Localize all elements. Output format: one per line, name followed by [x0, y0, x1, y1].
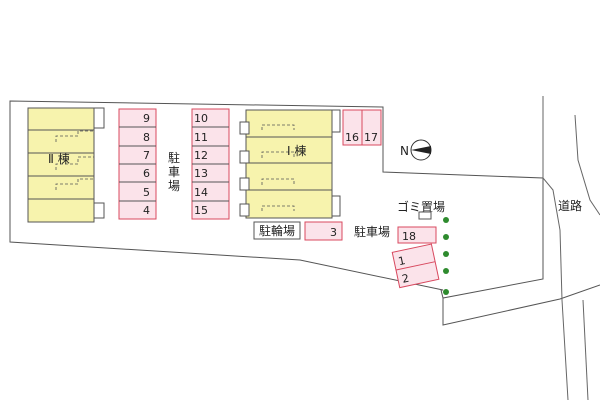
parking-spot-14: 14 [194, 186, 208, 199]
parking-label-char-1: 駐 [168, 150, 180, 165]
road-edge-right [574, 114, 600, 216]
bike-parking: 駐輪場 [253, 221, 301, 240]
building-2: Ⅱ 棟 [27, 107, 105, 223]
bike-parking-label: 駐輪場 [259, 223, 295, 238]
parking-label-east: 駐車場 [354, 224, 390, 239]
road-edge-left [542, 96, 569, 400]
tree-icon [443, 289, 449, 295]
tree-icon [443, 268, 449, 274]
building-2-label: Ⅱ 棟 [48, 151, 70, 166]
parking-spot-4: 4 [143, 204, 150, 217]
tree-row [443, 217, 449, 295]
neighbor-lot-line [442, 284, 600, 326]
north-compass-icon: N [400, 139, 432, 161]
parking-spot-2: 2 [401, 272, 411, 286]
parking-label-char-3: 場 [168, 179, 180, 193]
parking-label-vertical: 駐 車 場 [168, 150, 180, 193]
tree-icon [443, 217, 449, 223]
road-edge-right-lower [582, 299, 589, 400]
building-1: Ⅰ 棟 [239, 109, 341, 219]
parking-spot-17: 17 [364, 131, 378, 144]
compass-north-label: N [400, 144, 409, 158]
parking-spot-1: 1 [397, 254, 407, 268]
building-1-label: Ⅰ 棟 [287, 143, 306, 158]
parking-column-a: 9 8 7 6 5 4 [118, 108, 157, 220]
parking-spot-5: 5 [143, 186, 150, 199]
parking-spot-10: 10 [194, 112, 208, 125]
parking-spots-1-2: 1 2 [391, 243, 440, 289]
parking-spot-3: 3 [330, 226, 337, 239]
parking-spots-16-17: 16 17 [342, 109, 382, 146]
parking-spot-16: 16 [345, 131, 359, 144]
road-label: 道路 [558, 198, 582, 213]
parking-spot-15: 15 [194, 204, 208, 217]
parking-label-char-2: 車 [168, 165, 180, 179]
parking-spot-3-box: 3 [304, 221, 343, 241]
tree-icon [443, 234, 449, 240]
trash-area-label: ゴミ置場 [397, 199, 445, 214]
parking-spot-6: 6 [143, 167, 150, 180]
trash-area: ゴミ置場 [397, 199, 445, 220]
parking-spot-18: 18 [402, 230, 416, 243]
parking-spot-8: 8 [143, 131, 150, 144]
parking-spot-7: 7 [143, 149, 150, 162]
parking-column-b: 10 11 12 13 14 15 [191, 108, 230, 220]
parking-spot-9: 9 [143, 112, 150, 125]
parking-spot-12: 12 [194, 149, 208, 162]
parking-spot-13: 13 [194, 167, 208, 180]
tree-icon [443, 251, 449, 257]
parking-spot-18-box: 18 [397, 226, 437, 244]
parking-spot-11: 11 [194, 131, 208, 144]
